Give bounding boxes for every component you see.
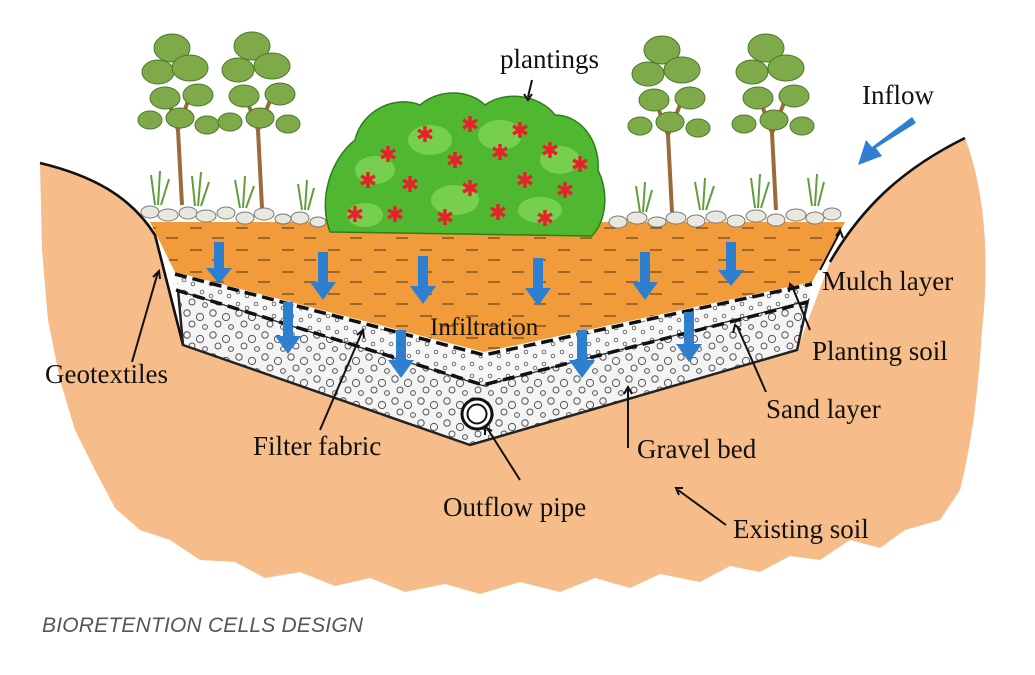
svg-text:✱: ✱: [489, 201, 507, 226]
label-plantings: plantings: [500, 44, 599, 74]
svg-text:✱: ✱: [386, 203, 404, 228]
label-infiltration: Infiltration: [430, 314, 539, 341]
inflow-arrow-icon: [858, 117, 916, 165]
label-existing-soil: Existing soil: [733, 514, 869, 544]
svg-text:✱: ✱: [516, 169, 534, 194]
svg-text:✱: ✱: [436, 206, 454, 231]
svg-text:✱: ✱: [556, 179, 574, 204]
label-sand-layer: Sand layer: [766, 394, 881, 424]
label-inflow: Inflow: [862, 80, 934, 110]
svg-text:✱: ✱: [401, 173, 419, 198]
svg-text:✱: ✱: [511, 119, 529, 144]
svg-text:✱: ✱: [346, 203, 364, 228]
svg-text:✱: ✱: [541, 139, 559, 164]
svg-text:✱: ✱: [536, 207, 554, 232]
tree-icon: [732, 34, 814, 210]
svg-text:✱: ✱: [461, 113, 479, 138]
svg-text:✱: ✱: [446, 149, 464, 174]
label-filter-fabric: Filter fabric: [253, 431, 381, 461]
svg-text:✱: ✱: [491, 141, 509, 166]
bioretention-diagram: ✱✱✱ ✱✱✱ ✱✱✱ ✱✱✱ ✱✱✱ ✱✱✱ plantings: [0, 0, 1035, 600]
figure-caption: BIORETENTION CELLS DESIGN: [42, 614, 363, 638]
tree-icon: [218, 32, 300, 208]
outflow-pipe-icon: [462, 399, 492, 429]
tree-icon: [138, 34, 219, 205]
label-planting-soil: Planting soil: [812, 336, 948, 366]
svg-text:✱: ✱: [359, 169, 377, 194]
svg-text:✱: ✱: [571, 153, 589, 178]
label-outflow-pipe: Outflow pipe: [443, 492, 586, 522]
svg-text:✱: ✱: [379, 143, 397, 168]
svg-text:✱: ✱: [416, 123, 434, 148]
tree-icon: [628, 36, 710, 212]
label-mulch-layer: Mulch layer: [822, 266, 953, 296]
svg-text:✱: ✱: [461, 177, 479, 202]
label-geotextiles: Geotextiles: [45, 359, 168, 389]
label-gravel-bed: Gravel bed: [637, 434, 757, 464]
